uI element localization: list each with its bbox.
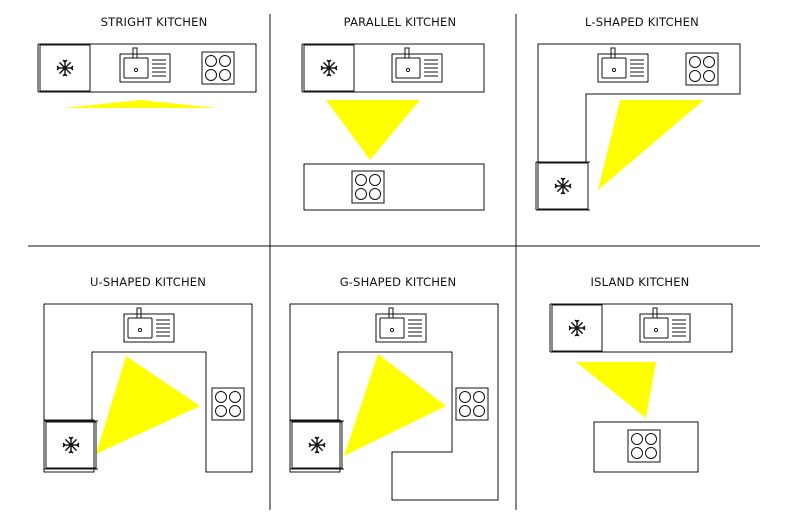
counter-bottom — [303, 163, 485, 211]
work-triangle — [598, 100, 704, 190]
stove-icon — [201, 51, 235, 85]
work-triangle — [576, 362, 656, 418]
stove-icon — [455, 387, 489, 421]
fridge-icon — [535, 161, 591, 211]
panel-u-shaped-kitchen: U-SHAPED KITCHEN — [43, 275, 253, 473]
panel-title: ISLAND KITCHEN — [591, 275, 690, 289]
fridge-icon — [289, 420, 345, 470]
panel-title: PARALLEL KITCHEN — [344, 15, 457, 29]
fridge-block — [289, 419, 341, 473]
stove-icon — [627, 429, 661, 463]
work-triangle — [326, 100, 420, 160]
panel-l-shaped-kitchen: L-SHAPED KITCHEN — [535, 15, 741, 211]
fridge-icon — [301, 43, 357, 93]
work-triangle — [96, 356, 200, 454]
panel-stright-kitchen: STRIGHT KITCHEN — [37, 15, 257, 108]
stove-icon — [351, 170, 385, 204]
stove-icon — [685, 52, 719, 86]
panel-title: G-SHAPED KITCHEN — [340, 275, 457, 289]
panel-title: L-SHAPED KITCHEN — [585, 15, 699, 29]
fridge-icon — [43, 420, 99, 470]
panel-parallel-kitchen: PARALLEL KITCHEN — [301, 15, 485, 211]
panel-title: STRIGHT KITCHEN — [101, 15, 208, 29]
panel-g-shaped-kitchen: G-SHAPED KITCHEN — [289, 275, 499, 501]
stove-icon — [211, 387, 245, 421]
panel-title: U-SHAPED KITCHEN — [90, 275, 206, 289]
fridge-icon — [37, 43, 93, 93]
fridge-block — [43, 419, 95, 473]
fridge-icon — [549, 303, 605, 353]
work-triangle — [344, 354, 446, 456]
panel-island-kitchen: ISLAND KITCHEN — [549, 275, 733, 473]
work-triangle — [64, 100, 217, 108]
